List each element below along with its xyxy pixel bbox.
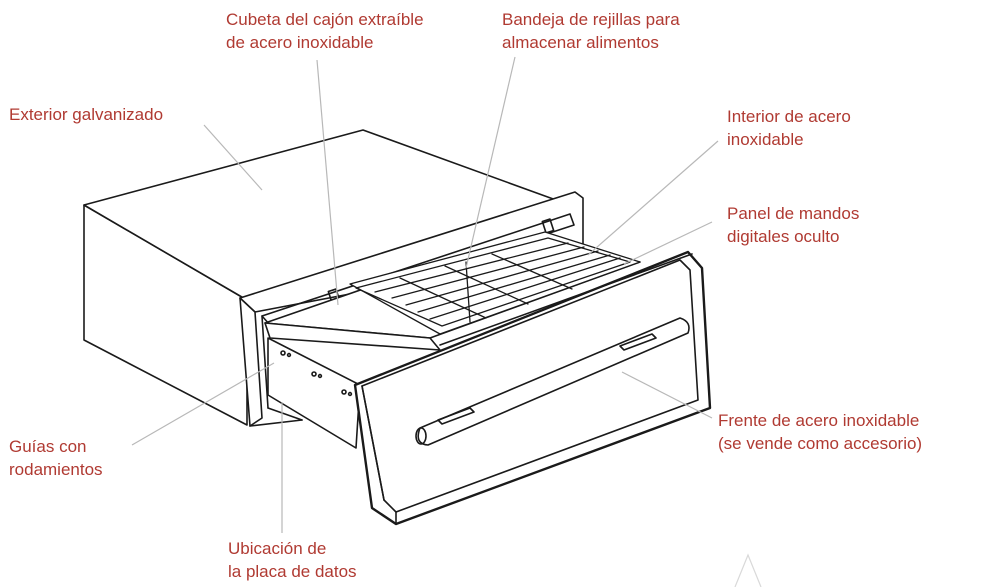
drawer-illustration	[83, 129, 712, 526]
label-cubeta: Cubeta del cajón extraíble de acero inox…	[226, 10, 424, 52]
leader-panel	[623, 221, 713, 265]
label-interior: Interior de acero inoxidable	[727, 107, 851, 149]
leader-frente	[621, 371, 713, 419]
label-bandeja: Bandeja de rejillas para almacenar alime…	[502, 10, 680, 52]
leader-guias	[131, 362, 275, 446]
faint-mark	[734, 553, 762, 587]
leader-lines	[131, 56, 719, 533]
label-frente: Frente de acero inoxidable (se vende com…	[718, 411, 923, 453]
leader-interior	[587, 140, 719, 256]
leader-bandeja	[465, 56, 516, 269]
label-panel: Panel de mandos digitales oculto	[727, 204, 860, 246]
leader-cubeta	[316, 59, 339, 306]
drawer-front-panel	[353, 250, 712, 526]
cabinet-body	[83, 129, 577, 426]
label-guias: Guías con rodamientos	[9, 437, 103, 479]
label-exterior: Exterior galvanizado	[9, 105, 164, 124]
label-ubicacion: Ubicación de la placa de datos	[228, 539, 357, 581]
leader-exterior	[203, 124, 263, 191]
food-rack	[349, 231, 641, 335]
